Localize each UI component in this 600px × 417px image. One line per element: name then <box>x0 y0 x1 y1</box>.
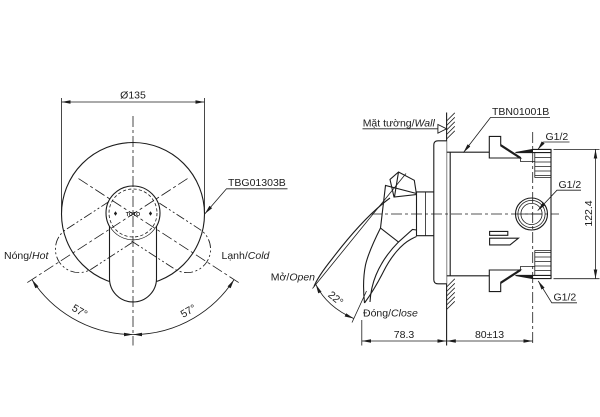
open-underside-line <box>312 173 407 289</box>
swing-angle-center-arrow-left <box>124 332 133 337</box>
open-label-vi: Mở/ <box>271 272 290 284</box>
front-view: TOTO Ø135 57° 57° Nóng/Hot Lạnh/Cold TBG… <box>4 90 288 346</box>
wall-label-vi: Mặt tường/ <box>363 118 415 130</box>
thread-bottom-text: G1/2 <box>554 292 577 304</box>
side-model-text: TBN01001B <box>492 106 549 118</box>
handle-closed-position <box>351 184 417 323</box>
open-angle-arc <box>315 284 354 319</box>
height-dimension-text: 122.4 <box>583 200 595 226</box>
port-bottom-threads <box>534 250 551 275</box>
open-lever-knob <box>389 171 418 198</box>
swing-angle-arc <box>31 279 235 335</box>
thread-callout-bottom: G1/2 <box>537 280 577 304</box>
body-bottom-tab-chamfer <box>500 269 522 284</box>
height-dimension: 122.4 <box>553 149 600 280</box>
closed-underside-line <box>351 290 367 323</box>
wall-leader-open-arrow <box>437 123 448 134</box>
retainer-clip-bottom-bar <box>489 237 520 246</box>
handle-open-position <box>312 171 418 289</box>
port-top-threads <box>534 153 551 178</box>
side-model-callout: TBN01001B <box>463 106 550 153</box>
hot-label-vi: Nóng/ <box>4 250 32 262</box>
open-label: Mở/Open <box>271 272 315 284</box>
body-profile-steps <box>520 158 535 270</box>
open-lever-top-edge <box>313 197 391 287</box>
cold-label-vi: Lạnh/ <box>222 250 248 262</box>
port-bottom-chamfer <box>515 275 533 279</box>
thread-callout-middle: G1/2 <box>537 179 582 211</box>
logo-text: TOTO <box>126 212 141 218</box>
front-model-callout: TBG01303B <box>204 177 288 215</box>
handle-phantom-right <box>131 201 212 273</box>
thread-bottom-leader <box>537 280 577 304</box>
thread-top-leader <box>537 141 570 151</box>
bottom-dimensions: 78.3 80±13 <box>361 320 533 346</box>
retainer-clip-top-bar <box>489 230 509 236</box>
open-label-en: Open <box>289 272 315 284</box>
handle-phantom-left <box>54 201 135 273</box>
escutcheon-side <box>433 140 447 285</box>
cold-indicator-diamond <box>148 211 153 216</box>
diameter-dimension: Ø135 <box>61 90 205 214</box>
retainer-clip <box>489 230 520 246</box>
port-top <box>515 148 552 178</box>
hot-indicator-diamond <box>113 211 118 216</box>
close-label-en: Close <box>391 308 418 320</box>
wall-label-en: Wall <box>415 118 436 130</box>
close-label-vi: Đóng/ <box>363 308 391 320</box>
side-view: Mặt tường/Wall TBN01001B G1/2 G1/2 G1/2 … <box>271 106 600 346</box>
open-angle-dimension: 22° <box>315 284 354 319</box>
close-label: Đóng/Close <box>363 308 418 320</box>
thread-top-text: G1/2 <box>546 131 569 143</box>
diameter-dimension-text: Ø135 <box>120 90 146 102</box>
closed-lever-paddle <box>379 184 417 243</box>
thread-middle-text: G1/2 <box>559 179 582 191</box>
thread-middle-leader <box>537 189 581 211</box>
cold-label-en: Cold <box>248 250 271 262</box>
port-top-chamfer <box>515 149 533 153</box>
diameter-extension-lines <box>61 98 205 214</box>
body-top-tab-chamfer <box>500 144 522 159</box>
port-bottom <box>515 250 552 280</box>
hot-label-en: Hot <box>32 250 49 262</box>
centerline-left-diagonal <box>25 178 188 285</box>
closed-lever-inner-edge <box>369 241 399 303</box>
front-model-text: TBG01303B <box>228 177 286 189</box>
embed-depth-text: 80±13 <box>475 329 504 341</box>
centerline-right-diagonal <box>78 178 241 285</box>
cold-label: Lạnh/Cold <box>222 250 271 262</box>
handle-projection-text: 78.3 <box>394 329 415 341</box>
cap-hidden-circle <box>108 188 158 238</box>
thread-callout-top: G1/2 <box>537 131 570 151</box>
closed-lever-top-edge <box>363 227 381 304</box>
wall-hatching <box>446 112 456 310</box>
swing-angle-center-arrow-right <box>133 332 142 337</box>
front-model-leader <box>204 188 288 215</box>
wall-label: Mặt tường/Wall <box>363 118 436 130</box>
hot-label: Nóng/Hot <box>4 250 49 262</box>
closed-lever-underside <box>364 235 417 304</box>
wall-callout: Mặt tường/Wall <box>362 118 448 134</box>
side-model-leader <box>463 117 550 153</box>
height-extension-lines <box>553 149 600 280</box>
